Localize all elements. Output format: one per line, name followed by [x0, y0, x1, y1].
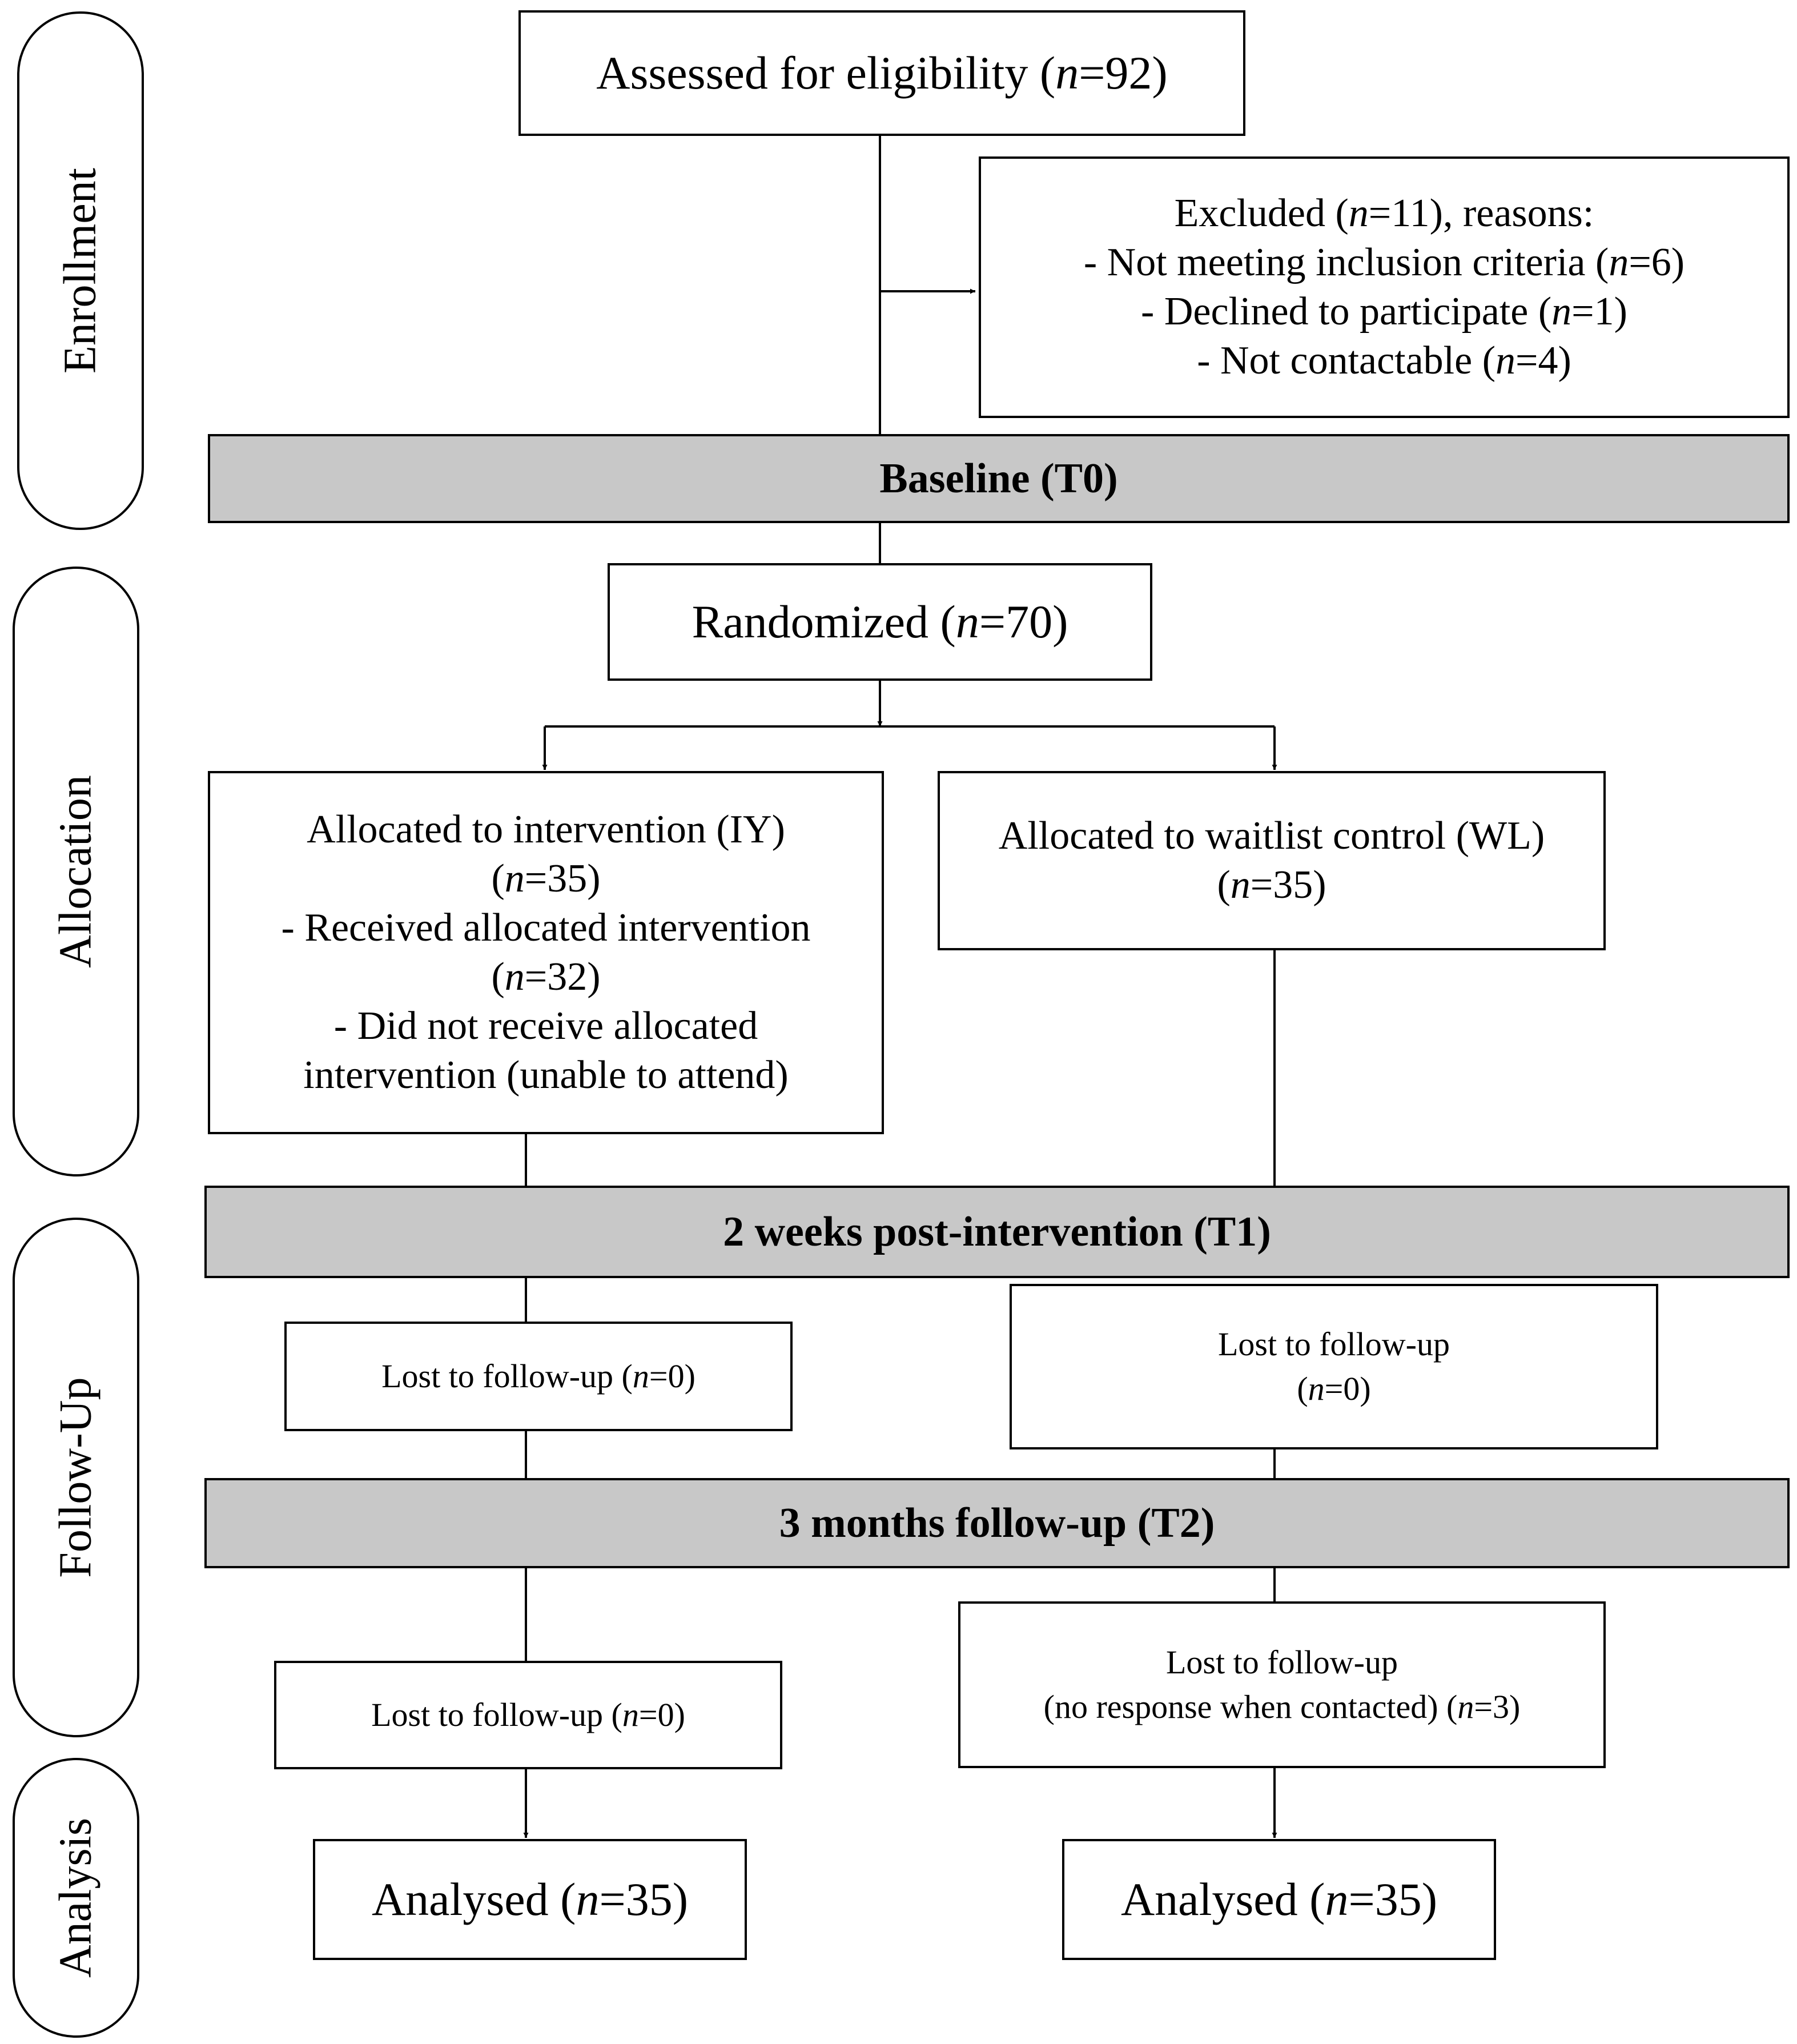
excluded-box: Excluded (n=11), reasons: - Not meeting … — [979, 156, 1790, 418]
excluded-title: Excluded (n=11), reasons: — [1174, 191, 1594, 235]
lost-t1-wl-n: (n=0) — [1297, 1370, 1371, 1407]
lost-t2-wl-title: Lost to follow-up — [1166, 1644, 1398, 1681]
intervention-not-received-2: intervention (unable to attend) — [303, 1053, 789, 1097]
lost-t2-iy-text: Lost to follow-up (n=0) — [371, 1696, 685, 1733]
analysed-wl-box: Analysed (n=35) — [1062, 1839, 1496, 1960]
t1-band-label: 2 weeks post-intervention (T1) — [723, 1208, 1271, 1255]
randomized-text: Randomized (n=70) — [692, 596, 1068, 648]
intervention-n: (n=35) — [491, 857, 601, 901]
stage-follow-up-label: Follow-Up — [50, 1377, 101, 1578]
lost-t2-wl-reason: (no response when contacted) (n=3) — [1043, 1688, 1521, 1725]
stage-enrollment-label: Enrollment — [55, 168, 106, 374]
lost-t1-wl-box: Lost to follow-up (n=0) — [1010, 1284, 1658, 1449]
assessed-box: Assessed for eligibility (n=92) — [518, 10, 1245, 136]
lost-t2-wl-box: Lost to follow-up (no response when cont… — [958, 1601, 1606, 1768]
randomized-box: Randomized (n=70) — [608, 563, 1152, 681]
waitlist-box: Allocated to waitlist control (WL) (n=35… — [938, 771, 1606, 950]
waitlist-n: (n=35) — [1217, 863, 1326, 907]
baseline-band: Baseline (T0) — [208, 434, 1790, 523]
intervention-received-n: (n=32) — [491, 955, 601, 999]
stage-allocation-label: Allocation — [50, 775, 101, 968]
stage-allocation: Allocation — [13, 567, 139, 1176]
stage-analysis: Analysis — [13, 1758, 139, 2038]
waitlist-title: Allocated to waitlist control (WL) — [998, 814, 1545, 858]
baseline-band-label: Baseline (T0) — [879, 455, 1118, 502]
excluded-reason-3: - Not contactable (n=4) — [1197, 339, 1571, 383]
intervention-received: - Received allocated intervention — [281, 906, 811, 950]
excluded-reason-1: - Not meeting inclusion criteria (n=6) — [1083, 240, 1685, 284]
t2-band-label: 3 months follow-up (T2) — [779, 1499, 1215, 1547]
lost-t1-wl-title: Lost to follow-up — [1218, 1326, 1450, 1363]
analysed-wl-text: Analysed (n=35) — [1120, 1873, 1438, 1925]
lost-t2-iy-box: Lost to follow-up (n=0) — [274, 1661, 782, 1769]
intervention-title: Allocated to intervention (IY) — [307, 808, 785, 852]
intervention-box: Allocated to intervention (IY) (n=35) - … — [208, 771, 884, 1134]
stage-enrollment: Enrollment — [17, 11, 144, 530]
analysed-iy-text: Analysed (n=35) — [371, 1873, 689, 1925]
stage-follow-up: Follow-Up — [13, 1218, 139, 1737]
t2-band: 3 months follow-up (T2) — [204, 1478, 1790, 1568]
assessed-text: Assessed for eligibility (n=92) — [596, 47, 1168, 99]
lost-t1-iy-text: Lost to follow-up (n=0) — [381, 1358, 696, 1395]
stage-analysis-label: Analysis — [50, 1818, 101, 1978]
analysed-iy-box: Analysed (n=35) — [313, 1839, 747, 1960]
t1-band: 2 weeks post-intervention (T1) — [204, 1186, 1790, 1278]
lost-t1-iy-box: Lost to follow-up (n=0) — [284, 1322, 793, 1431]
intervention-not-received-1: - Did not receive allocated — [333, 1004, 758, 1048]
excluded-reason-2: - Declined to participate (n=1) — [1141, 290, 1627, 334]
